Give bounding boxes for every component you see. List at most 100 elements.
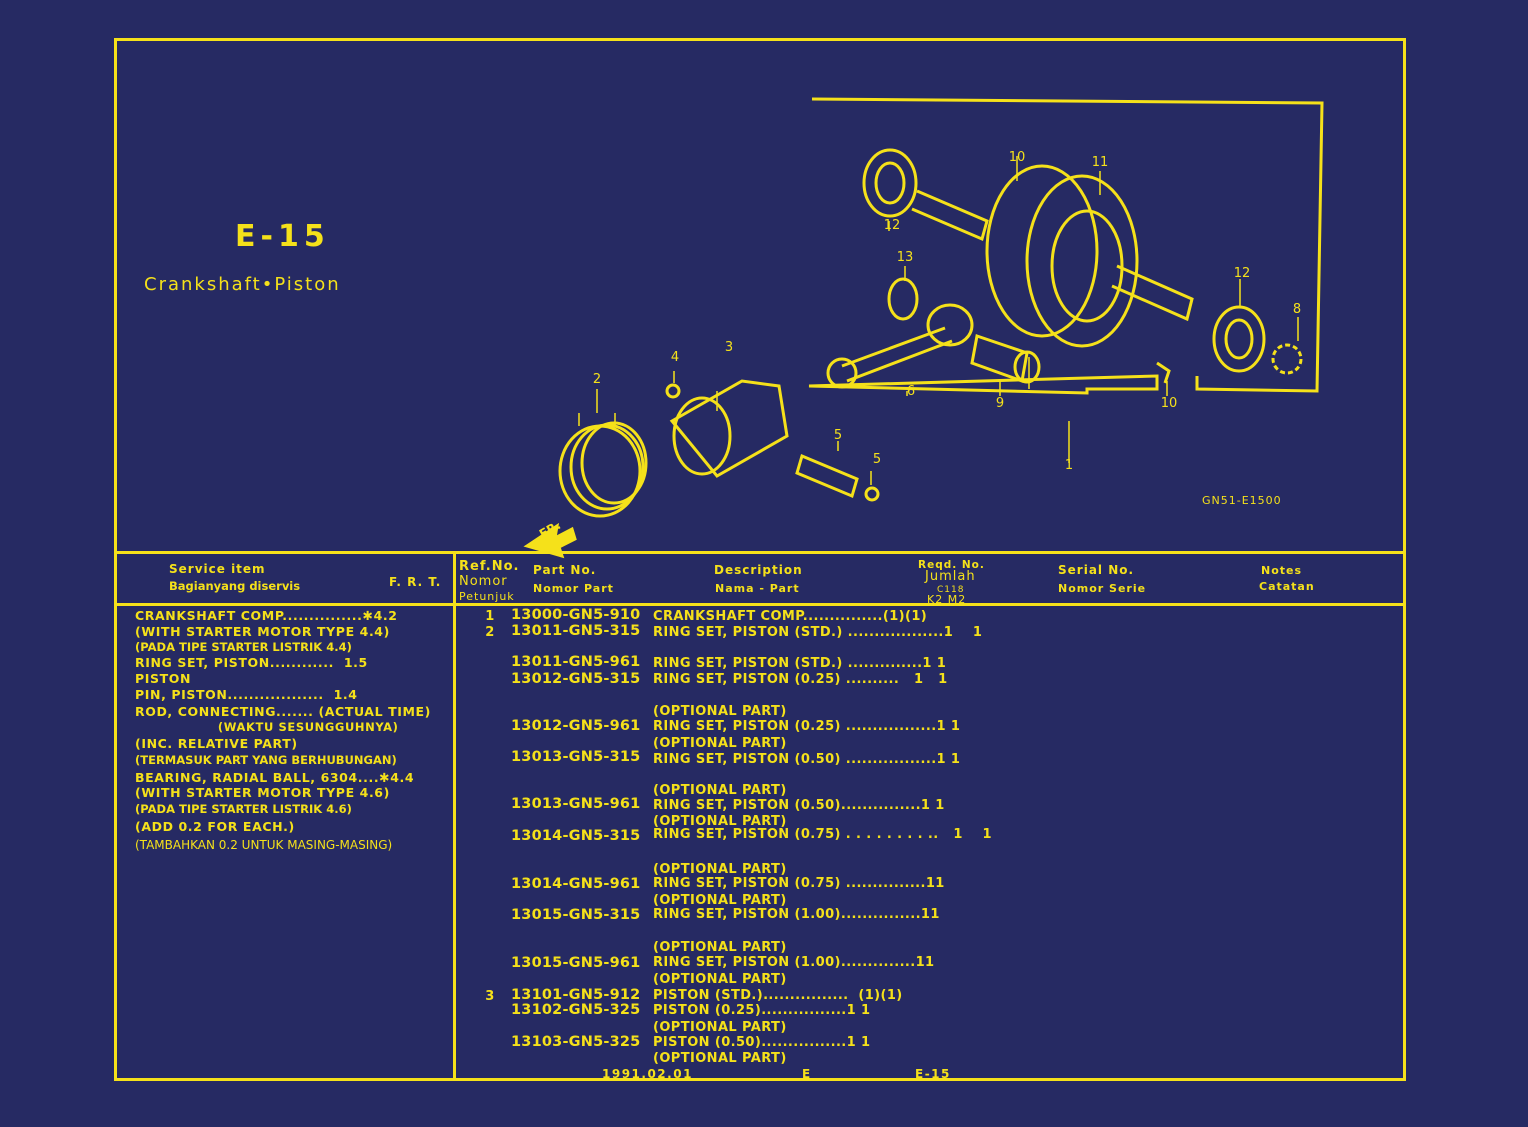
part-description: RING SET, PISTON (STD.) ..............1 … (653, 656, 947, 671)
callout-9: 9 (996, 396, 1004, 411)
table-header-rule (117, 603, 1403, 606)
service-item: (WITH STARTER MOTOR TYPE 4.4) (135, 624, 390, 639)
piston-clip-left (665, 383, 681, 399)
parts-catalog-sheet: E-15 Crankshaft•Piston (114, 38, 1406, 1081)
header-reqd-no-id: Jumlah (925, 569, 976, 584)
part-no: 13013-GN5-961 (511, 796, 641, 812)
part-no: 13103-GN5-325 (511, 1034, 641, 1050)
part-description: PISTON (0.50)................1 1 (653, 1035, 871, 1050)
crank-flywheel-7 (985, 164, 1099, 338)
header-types: K2 M2 (927, 593, 967, 606)
bearing-right (1212, 305, 1266, 373)
part-no: 13011-GN5-315 (511, 623, 641, 639)
part-description: PISTON (STD.)................ (1)(1) (653, 988, 903, 1003)
part-description: (OPTIONAL PART) (653, 736, 787, 751)
part-description: RING SET, PISTON (0.50) ................… (653, 752, 961, 767)
part-description: (OPTIONAL PART) (653, 814, 787, 829)
part-description: (OPTIONAL PART) (653, 940, 787, 955)
part-description: (OPTIONAL PART) (653, 862, 787, 877)
part-no: 13000-GN5-910 (511, 607, 641, 623)
header-description-id: Nama - Part (715, 582, 800, 595)
callout-1: 1 (1065, 458, 1073, 473)
part-description: RING SET, PISTON (0.75) ...............1… (653, 876, 945, 891)
part-no: 13102-GN5-325 (511, 1002, 641, 1018)
callout-2: 2 (593, 372, 601, 387)
part-description: RING SET, PISTON (0.25) ................… (653, 719, 961, 734)
table-top-rule (117, 551, 1403, 554)
header-notes: Notes (1261, 564, 1303, 577)
callout-6: 6 (907, 384, 915, 399)
header-ref-no: Ref.No. (459, 559, 520, 574)
callout-8: 11 (1092, 155, 1109, 170)
service-item: ROD, CONNECTING....... (ACTUAL TIME) (135, 704, 431, 719)
part-no: 13014-GN5-961 (511, 876, 641, 892)
piston (669, 379, 789, 478)
needle-bearing (887, 277, 919, 321)
part-description: (OPTIONAL PART) (653, 893, 787, 908)
ref-no: 1 (485, 609, 495, 624)
header-service-item: Service item (169, 562, 266, 576)
header-serial-no: Serial No. (1058, 563, 1135, 577)
part-description: (OPTIONAL PART) (653, 1020, 787, 1035)
header-frt: F. R. T. (389, 575, 442, 589)
woodruff-key (1156, 361, 1171, 384)
service-item: (PADA TIPE STARTER LISTRIK 4.6) (135, 802, 352, 816)
callout-12a: 12 (884, 218, 901, 233)
part-description: RING SET, PISTON (1.00)...............11 (653, 907, 940, 922)
part-no: 13012-GN5-315 (511, 671, 641, 687)
piston-clip-right (864, 486, 880, 502)
part-description: RING SET, PISTON (0.50)...............1 … (653, 798, 945, 813)
header-service-item-id: Bagianyang diservis (169, 579, 301, 593)
header-serial-no-id: Nomor Serie (1058, 582, 1147, 595)
header-model: C118 (937, 585, 965, 595)
header-part-no-id: Nomor Part (533, 582, 614, 595)
service-item: (INC. RELATIVE PART) (135, 736, 298, 751)
service-item: (WITH STARTER MOTOR TYPE 4.6) (135, 785, 390, 800)
part-description: RING SET, PISTON (0.25) .......... 1 1 (653, 672, 948, 687)
connecting-rod (841, 326, 953, 383)
page-title: Crankshaft•Piston (144, 274, 341, 295)
part-description: RING SET, PISTON (1.00)..............11 (653, 955, 935, 970)
footer-page: E-15 (915, 1067, 951, 1081)
part-no: 13014-GN5-315 (511, 828, 641, 844)
part-description: (OPTIONAL PART) (653, 1051, 787, 1066)
ref-no: 3 (485, 989, 495, 1004)
service-item: BEARING, RADIAL BALL, 6304....✱4.4 (135, 770, 415, 785)
figure-code: GN51-E1500 (1202, 494, 1282, 507)
service-item: PISTON (135, 671, 192, 686)
service-item: CRANKSHAFT COMP...............✱4.2 (135, 608, 398, 623)
callout-7: 10 (1009, 150, 1026, 165)
callout-5b: 5 (873, 452, 881, 467)
part-no: 13015-GN5-315 (511, 907, 641, 923)
header-notes-id: Catatan (1259, 580, 1315, 593)
callout-10: 8 (1293, 302, 1301, 317)
callout-11: 10 (1161, 396, 1178, 411)
part-description: (OPTIONAL PART) (653, 783, 787, 798)
callout-3: 3 (725, 340, 733, 355)
crank-flywheel-8 (1025, 174, 1139, 348)
front-arrow (523, 522, 577, 559)
callout-4: 5 (834, 428, 842, 443)
table-divider (453, 551, 456, 1078)
part-description: RING SET, PISTON (STD.) ................… (653, 625, 983, 640)
service-item: PIN, PISTON.................. 1.4 (135, 687, 358, 702)
header-ref-no-id2: Petunjuk (459, 590, 515, 603)
footer-date: 1991.02.01 (602, 1067, 693, 1081)
footer-edition: E (802, 1067, 812, 1081)
header-part-no: Part No. (533, 563, 597, 577)
callout-13: 13 (897, 250, 914, 265)
part-description: PISTON (0.25)................1 1 (653, 1003, 871, 1018)
service-item: (TAMBAHKAN 0.2 UNTUK MASING-MASING) (135, 838, 393, 852)
part-no: 13013-GN5-315 (511, 749, 641, 765)
service-item: (PADA TIPE STARTER LISTRIK 4.4) (135, 640, 352, 654)
assembly-box (808, 97, 1324, 395)
part-description: RING SET, PISTON (0.75) . . . . . . . . … (653, 827, 992, 842)
part-description: (OPTIONAL PART) (653, 704, 787, 719)
part-no: 13011-GN5-961 (511, 654, 641, 670)
header-reqd-no: Reqd. No. (918, 559, 985, 571)
callout-12b: 12 (1234, 266, 1251, 281)
service-item: (ADD 0.2 FOR EACH.) (135, 819, 295, 834)
part-no: 13101-GN5-912 (511, 987, 641, 1003)
ref-no: 2 (485, 625, 495, 640)
service-item: RING SET, PISTON............ 1.5 (135, 655, 368, 670)
